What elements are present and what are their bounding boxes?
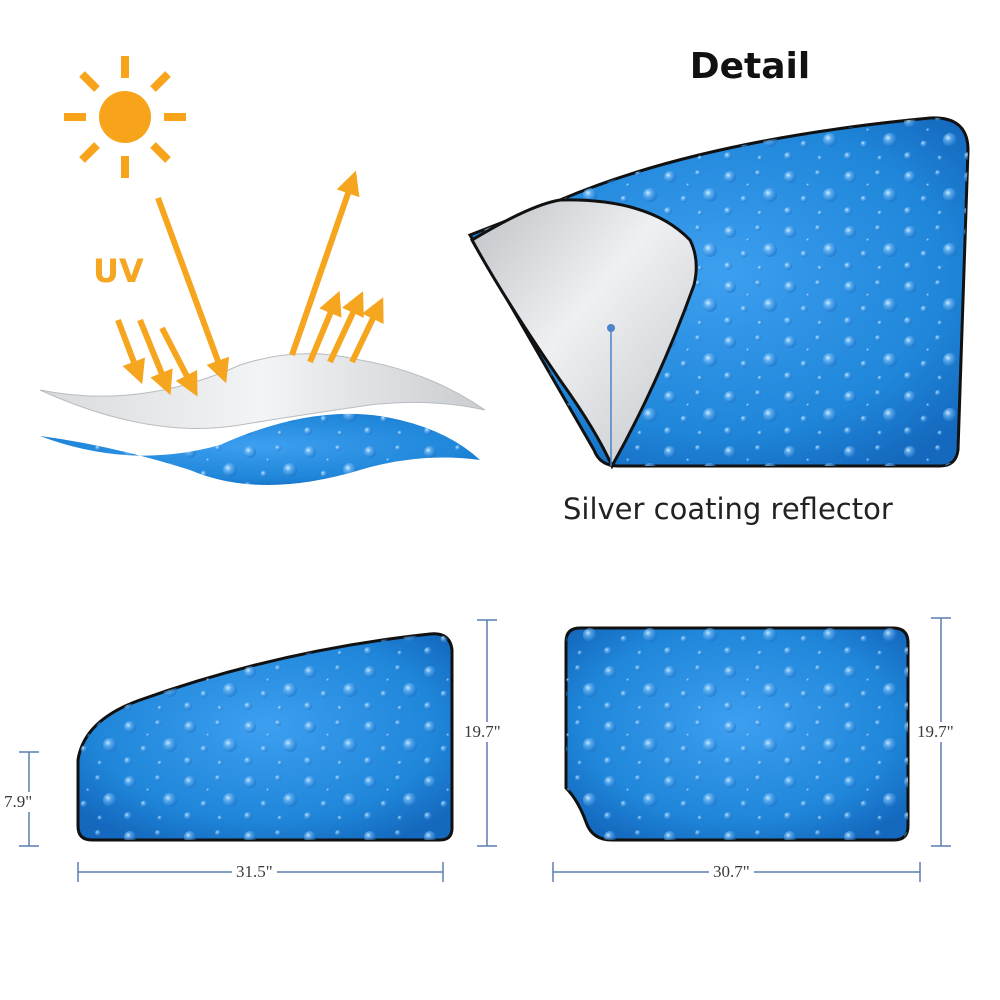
silver-coating-corner — [469, 198, 698, 470]
detail-heading: Detail — [689, 46, 811, 87]
front-height-label: 19.7" — [460, 722, 505, 742]
front-width-label: 31.5" — [232, 862, 277, 882]
rear-height-label: 19.7" — [913, 722, 958, 742]
silver-layer-wave — [39, 353, 486, 429]
uv-label: UV — [93, 252, 144, 290]
sun-icon — [64, 56, 186, 178]
front-window-shade — [76, 632, 454, 842]
detail-shade — [467, 116, 970, 470]
rear-width-label: 30.7" — [709, 862, 754, 882]
rear-window-shade — [564, 626, 910, 842]
front-short-height-label: 7.9" — [0, 792, 37, 812]
silver-coating-label: Silver coating reflector — [563, 492, 893, 526]
uv-rays — [115, 170, 384, 397]
